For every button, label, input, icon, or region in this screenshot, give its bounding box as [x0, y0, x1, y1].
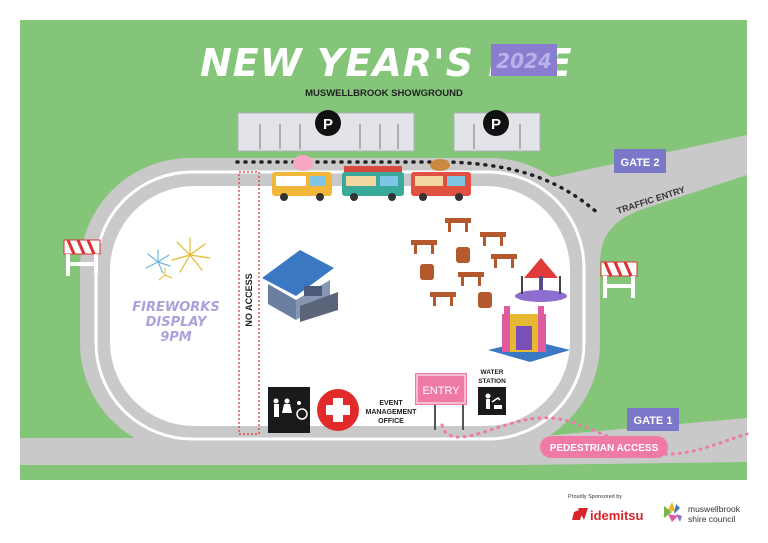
water-station-line1: WATER	[481, 369, 504, 376]
parking-icon	[315, 110, 341, 136]
idemitsu-logo	[572, 508, 588, 520]
picnic-table-icon	[430, 292, 456, 306]
barrel-icon	[456, 247, 470, 263]
event-office-icon	[262, 250, 338, 322]
parking-lot-left: P	[237, 110, 415, 152]
gate-1-badge	[627, 408, 679, 431]
pedestrian-path	[440, 416, 749, 456]
council-line2: shire council	[688, 514, 735, 524]
year-badge	[491, 44, 557, 76]
water-station-line2: STATION	[478, 378, 506, 385]
pedestrian-access-badge	[540, 436, 668, 458]
picnic-table-icon	[480, 232, 506, 246]
event-office-line1: EVENT	[379, 400, 403, 407]
fireworks-label-line3: 9PM	[160, 330, 192, 345]
no-access-label: NO ACCESS	[244, 273, 254, 326]
infield	[110, 186, 570, 426]
barrier-icon	[600, 261, 638, 298]
event-year: 2024	[496, 49, 552, 73]
parking-lot-right: P	[453, 110, 541, 152]
venue-subtitle: MUSWELLBROOK SHOWGROUND	[305, 88, 463, 99]
toilet-icon	[268, 387, 310, 433]
barrier-icon	[63, 239, 101, 276]
barrel-icon	[478, 292, 492, 308]
traffic-road	[548, 135, 747, 270]
picnic-table-icon	[458, 272, 484, 286]
entry-label: ENTRY	[422, 385, 460, 397]
bouncy-castle-icon	[488, 306, 570, 362]
food-truck-icon	[411, 159, 471, 201]
water-station-icon	[478, 387, 506, 415]
sponsor-name: idemitsu	[590, 508, 644, 523]
gate-2-label: GATE 2	[621, 157, 660, 169]
fireworks-label-line1: FIREWORKS	[132, 300, 219, 315]
picnic-table-icon	[411, 240, 437, 254]
food-truck-icon	[342, 166, 404, 201]
traffic-path	[235, 160, 602, 217]
picnic-area	[411, 218, 517, 308]
entry-sign	[415, 373, 467, 430]
sponsor-caption: Proudly Sponsored by	[568, 494, 622, 500]
event-office-line3: OFFICE	[378, 418, 404, 425]
fireworks-label-line2: DISPLAY	[146, 315, 208, 330]
svg-text:P: P	[323, 116, 333, 133]
event-office-line2: MANAGEMENT	[366, 409, 418, 416]
pedestrian-access-label: PEDESTRIAN ACCESS	[550, 443, 659, 454]
picnic-table-icon	[491, 254, 517, 268]
food-truck-icon	[272, 155, 332, 201]
council-logo	[664, 502, 682, 522]
svg-text:P: P	[491, 116, 501, 133]
parking-icon	[483, 110, 509, 136]
gate-1-label: GATE 1	[634, 415, 673, 427]
gate-2-badge	[614, 149, 666, 173]
fireworks-icon	[145, 237, 211, 281]
picnic-table-icon	[445, 218, 471, 232]
ride-icon	[515, 258, 567, 302]
first-aid-icon	[317, 389, 359, 431]
barrel-icon	[420, 264, 434, 280]
no-access-zone	[238, 171, 260, 435]
council-line1: muswellbrook	[688, 504, 741, 514]
